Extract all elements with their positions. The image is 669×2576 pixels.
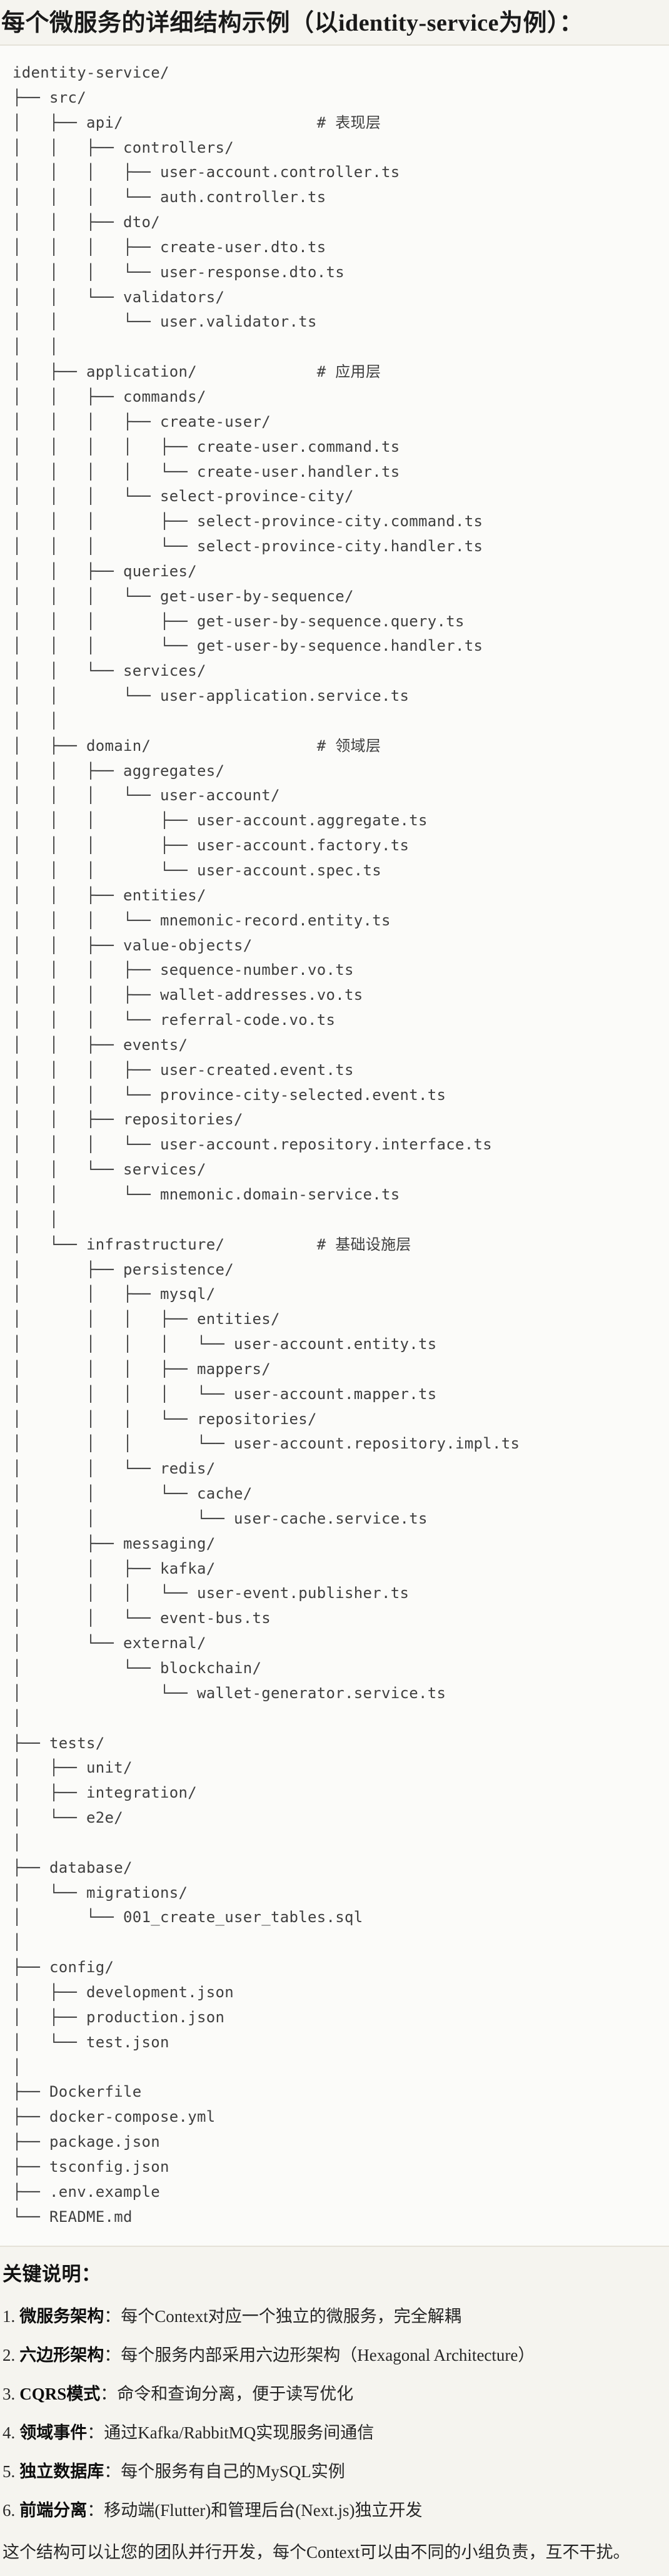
note-item-hexagonal: 2.六边形架构：每个服务内部采用六边形架构（Hexagonal Architec… (3, 2344, 663, 2366)
note-number: 1. (3, 2307, 16, 2326)
note-desc: ：命令和查询分离，便于读写优化 (100, 2385, 354, 2404)
note-desc: ：每个服务内部采用六边形架构（Hexagonal Architecture） (104, 2346, 535, 2365)
note-term: 微服务架构 (19, 2307, 104, 2326)
note-item-domain-events: 4.领域事件：通过Kafka/RabbitMQ实现服务间通信 (3, 2422, 663, 2443)
note-number: 3. (3, 2385, 16, 2404)
note-item-frontend-separation: 6.前端分离：移动端(Flutter)和管理后台(Next.js)独立开发 (3, 2500, 663, 2521)
note-number: 5. (3, 2462, 16, 2482)
note-term: 独立数据库 (19, 2462, 104, 2482)
note-term: 领域事件 (19, 2423, 88, 2443)
note-item-microservice: 1.微服务架构：每个Context对应一个独立的微服务，完全解耦 (3, 2306, 663, 2327)
note-desc: ：每个Context对应一个独立的微服务，完全解耦 (104, 2307, 461, 2326)
notes-heading: 关键说明： (3, 2263, 101, 2286)
note-term: CQRS模式 (19, 2385, 101, 2404)
note-term: 前端分离 (19, 2501, 88, 2520)
directory-tree-code-block: identity-service/ ├── src/ │ ├── api/ # … (0, 44, 669, 2248)
key-notes-section: 关键说明： 1.微服务架构：每个Context对应一个独立的微服务，完全解耦 2… (0, 2247, 669, 2576)
directory-tree-text: identity-service/ ├── src/ │ ├── api/ # … (13, 64, 520, 2226)
note-desc: ：每个服务有自己的MySQL实例 (104, 2462, 345, 2482)
note-item-cqrs: 3.CQRS模式：命令和查询分离，便于读写优化 (3, 2383, 663, 2405)
closing-note: 这个结构可以让您的团队并行开发，每个Context可以由不同的小组负责，互不干扰… (3, 2543, 630, 2562)
header: 每个微服务的详细结构示例（以identity-service为例）： (0, 0, 669, 44)
note-term: 六边形架构 (19, 2346, 104, 2365)
page-title: 每个微服务的详细结构示例（以identity-service为例）： (1, 10, 584, 36)
note-desc: ：移动端(Flutter)和管理后台(Next.js)独立开发 (87, 2501, 423, 2520)
note-desc: ：通过Kafka/RabbitMQ实现服务间通信 (87, 2423, 375, 2443)
note-number: 6. (3, 2501, 16, 2520)
note-number: 4. (3, 2423, 16, 2443)
note-number: 2. (3, 2346, 16, 2365)
note-item-independent-db: 5.独立数据库：每个服务有自己的MySQL实例 (3, 2461, 663, 2482)
